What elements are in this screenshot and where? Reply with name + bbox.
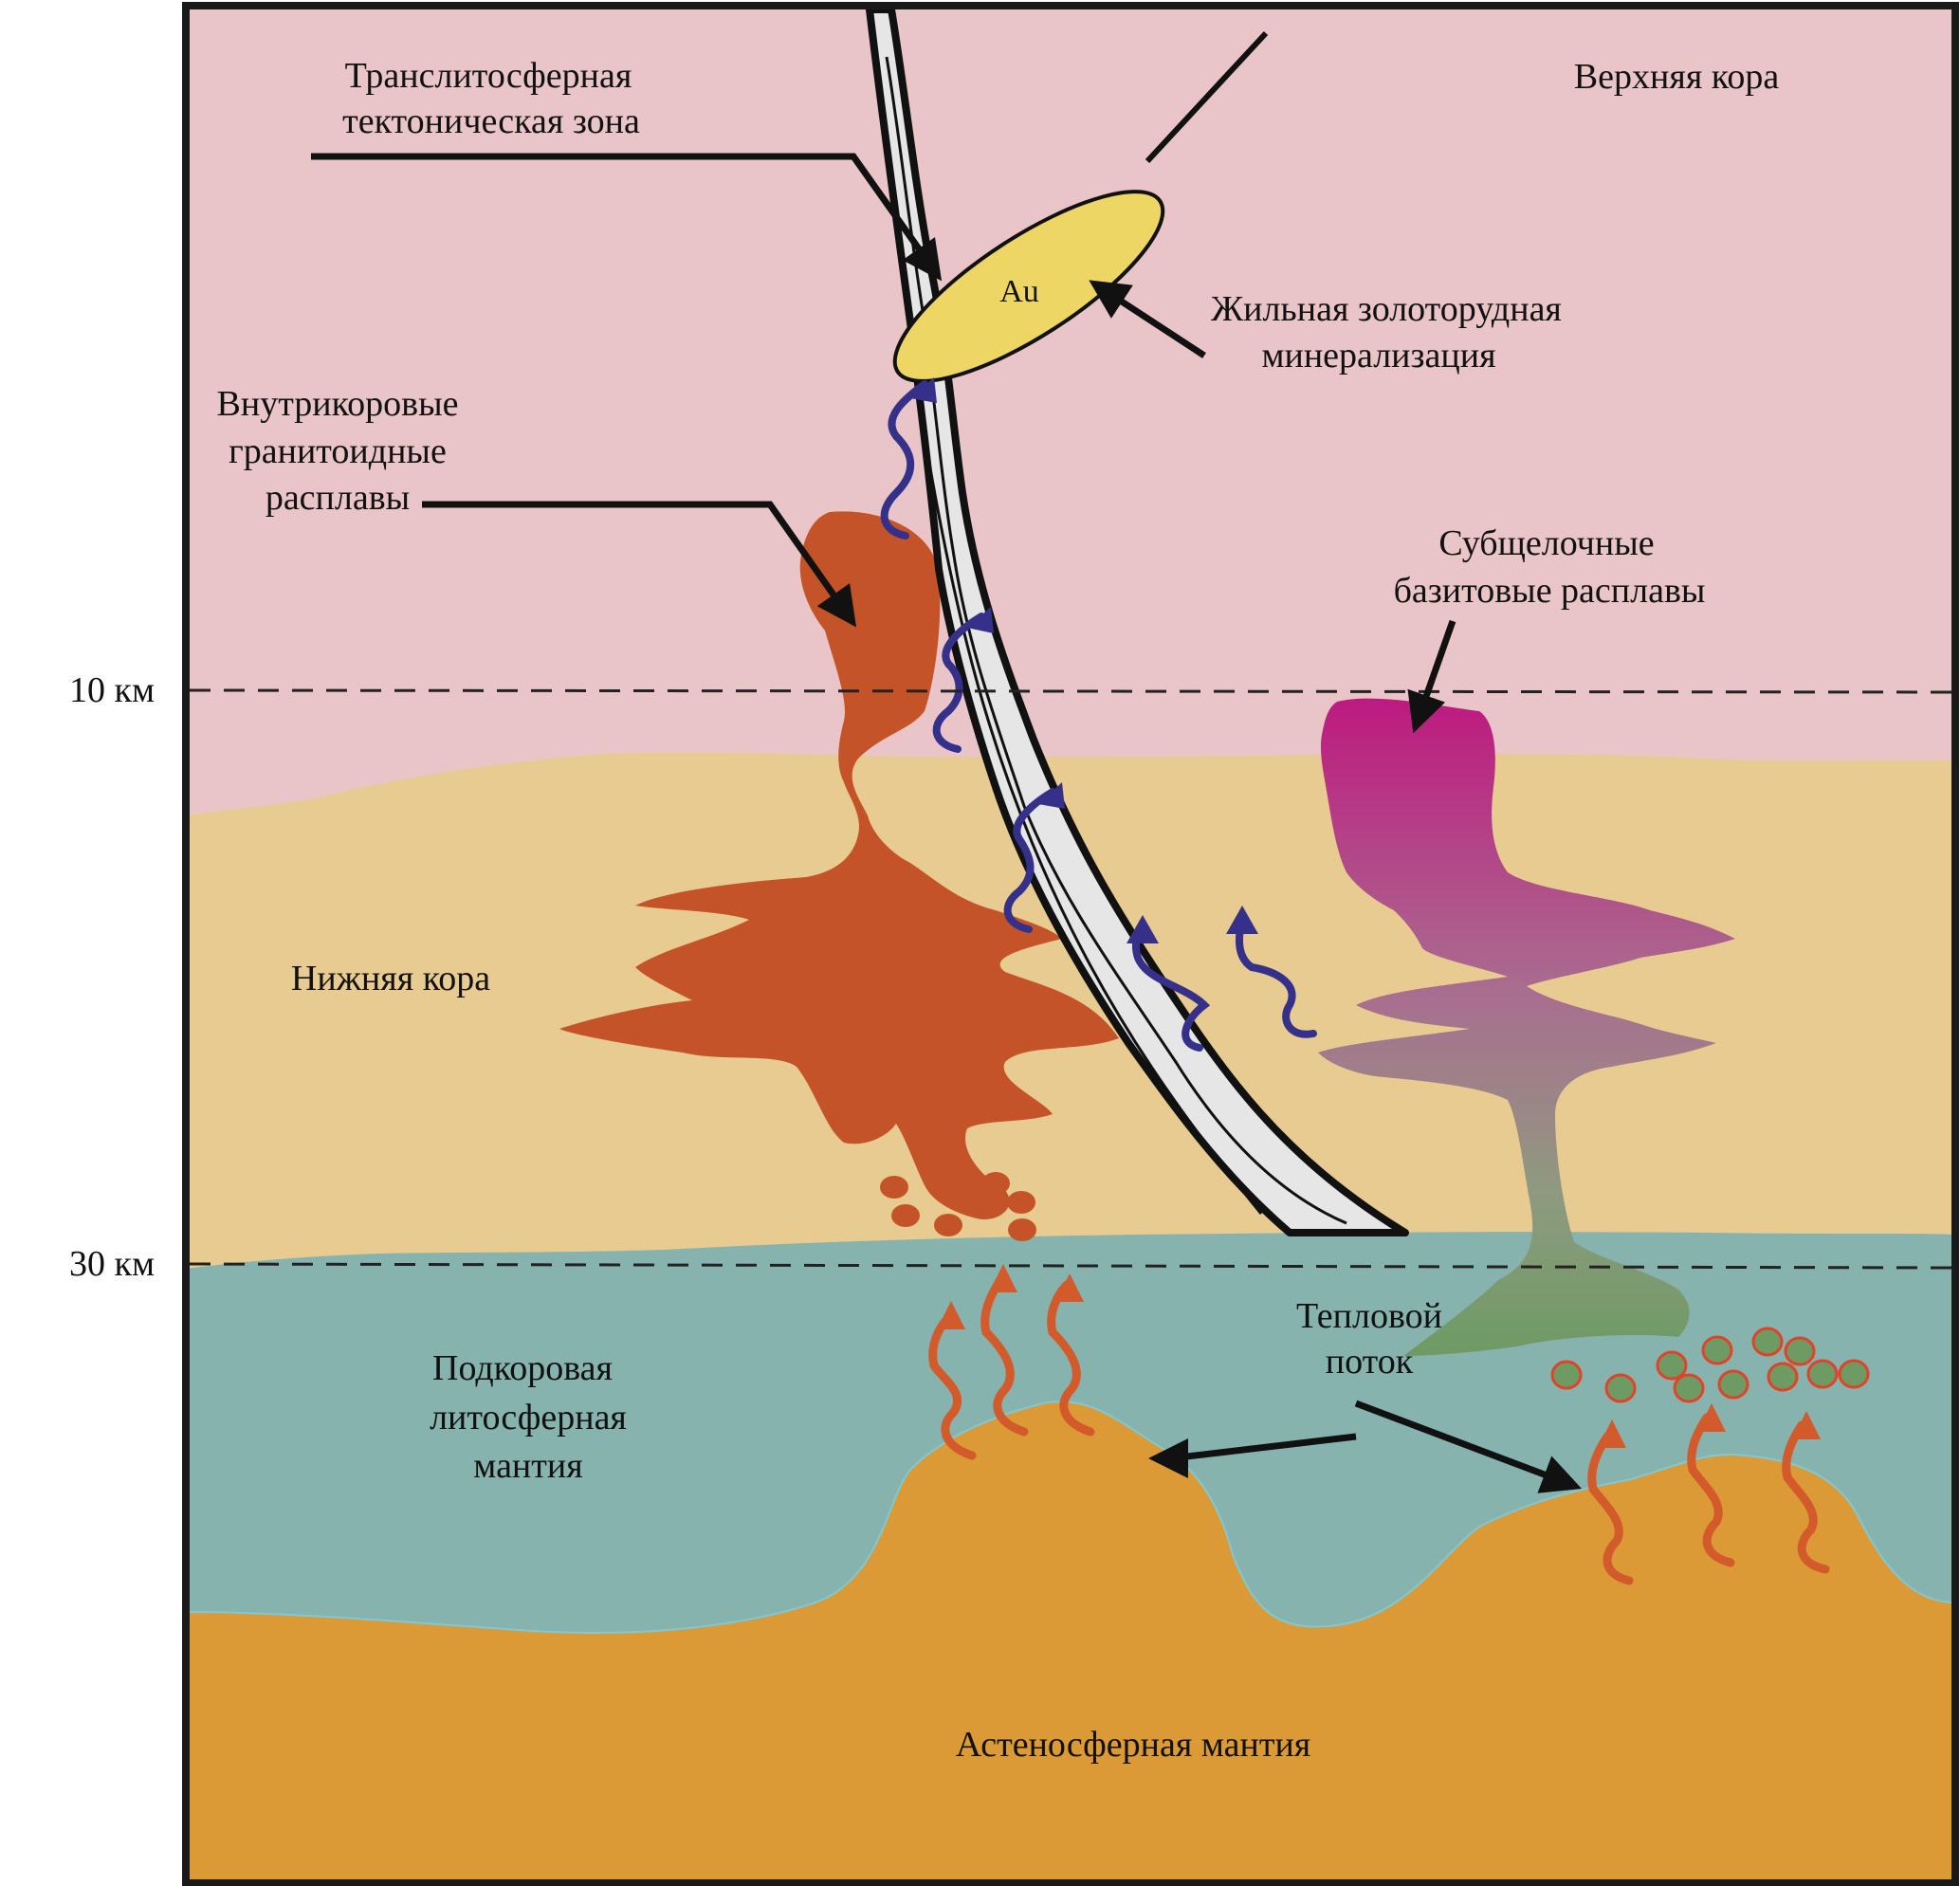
melt-droplet bbox=[1550, 1360, 1583, 1390]
label-granitoid-2: гранитоидные bbox=[229, 431, 447, 471]
heat-arrow bbox=[1687, 1413, 1735, 1567]
basite-melt-body bbox=[1318, 698, 1735, 1356]
granitoid-droplets bbox=[880, 1172, 1036, 1241]
arrowhead bbox=[1598, 1419, 1626, 1448]
melt-droplet bbox=[1751, 1327, 1784, 1357]
vein-line bbox=[1145, 30, 1269, 164]
melt-droplet bbox=[1008, 1218, 1036, 1241]
arrowhead bbox=[910, 377, 937, 403]
melt-droplet bbox=[880, 1176, 908, 1199]
label-tectonic-zone-2: тектоническая зона bbox=[342, 101, 640, 141]
heat-arrow bbox=[1782, 1420, 1830, 1574]
label-granitoid-3: расплавы bbox=[266, 478, 410, 518]
label-mantle-2: литосферная bbox=[430, 1398, 627, 1437]
heat-flow-leader-2 bbox=[1354, 1400, 1583, 1493]
gold-vein: Au bbox=[892, 30, 1269, 383]
melt-droplet bbox=[1767, 1362, 1799, 1392]
basite-leader bbox=[1407, 619, 1456, 734]
arrowhead bbox=[967, 607, 994, 633]
arrowhead bbox=[989, 1264, 1017, 1292]
melt-droplet bbox=[1673, 1373, 1705, 1403]
fluid-arrows bbox=[880, 380, 1317, 1052]
depth-lines bbox=[189, 688, 1956, 1270]
heat-flow-arrows bbox=[928, 1275, 1830, 1585]
tectonic-zone-leader bbox=[311, 153, 943, 282]
depth-line-10km bbox=[189, 688, 1956, 694]
label-heat-flow-2: поток bbox=[1326, 1342, 1414, 1382]
label-gold-vein-2: минерализация bbox=[1261, 336, 1495, 375]
depth-label-10km: 10 км bbox=[69, 670, 155, 710]
heat-arrow bbox=[1587, 1432, 1634, 1585]
melt-droplet bbox=[1784, 1336, 1816, 1366]
fluid-arrow bbox=[1003, 788, 1056, 933]
gold-vein-leader bbox=[1089, 280, 1206, 358]
asthenosphere-layer bbox=[185, 1401, 1956, 1886]
heat-arrow bbox=[1047, 1280, 1095, 1437]
label-basite-2: базитовые расплавы bbox=[1394, 571, 1706, 611]
label-mantle-1: Подкоровая bbox=[432, 1348, 613, 1388]
heat-arrow bbox=[928, 1313, 977, 1460]
label-gold-vein-1: Жильная золоторудная bbox=[1211, 289, 1562, 329]
label-mantle-3: мантия bbox=[473, 1446, 582, 1486]
arrowhead bbox=[1792, 1411, 1821, 1439]
tectonic-zone-line bbox=[885, 56, 1347, 1225]
fluid-arrowheads bbox=[910, 377, 1258, 943]
heat-arrowheads bbox=[937, 1264, 1821, 1448]
label-asthenosphere: Астеносферная мантия bbox=[956, 1725, 1311, 1765]
leader-lines bbox=[311, 153, 1583, 1493]
arrowhead bbox=[1226, 906, 1258, 934]
diagram-frame bbox=[182, 2, 1959, 1886]
gold-vein-ellipse bbox=[892, 190, 1165, 383]
fluid-arrow bbox=[880, 380, 928, 540]
basite-droplets bbox=[1550, 1327, 1870, 1403]
depth-label-30km: 30 км bbox=[69, 1244, 155, 1284]
melt-droplet bbox=[934, 1214, 962, 1236]
fluid-arrow bbox=[932, 613, 985, 753]
label-heat-flow-1: Тепловой bbox=[1296, 1296, 1442, 1336]
gold-symbol: Au bbox=[999, 274, 1039, 309]
label-upper-crust: Верхняя кора bbox=[1574, 57, 1780, 97]
melt-droplet bbox=[981, 1172, 1010, 1195]
melt-droplet bbox=[891, 1204, 920, 1227]
heat-flow-leader bbox=[1148, 1433, 1357, 1478]
depth-line-30km bbox=[189, 1262, 1956, 1270]
melt-droplet bbox=[1806, 1359, 1839, 1389]
melt-droplet bbox=[1007, 1191, 1035, 1214]
arrowhead bbox=[937, 1301, 965, 1329]
label-lower-crust: Нижняя кора bbox=[291, 959, 490, 998]
melt-droplet bbox=[1717, 1369, 1749, 1400]
melt-droplet bbox=[1701, 1335, 1733, 1365]
melt-droplet bbox=[1604, 1373, 1637, 1403]
granitoid-melt-body bbox=[559, 511, 1119, 1219]
fluid-arrow bbox=[1236, 916, 1317, 1038]
labels: Транслитосферная тектоническая зона Верх… bbox=[69, 56, 1779, 1765]
label-basite-1: Субщелочные bbox=[1438, 523, 1654, 563]
melt-droplet bbox=[1656, 1350, 1688, 1381]
arrowhead bbox=[1038, 782, 1065, 809]
heat-arrow bbox=[980, 1275, 1029, 1437]
label-tectonic-zone-1: Транслитосферная bbox=[345, 56, 632, 96]
label-granitoid-1: Внутрикоровые bbox=[217, 384, 459, 424]
arrowhead bbox=[1697, 1403, 1726, 1432]
arrowhead bbox=[1055, 1273, 1084, 1302]
arrowhead bbox=[1127, 915, 1159, 943]
melt-droplet bbox=[1838, 1359, 1870, 1389]
granitoid-leader bbox=[422, 501, 857, 628]
